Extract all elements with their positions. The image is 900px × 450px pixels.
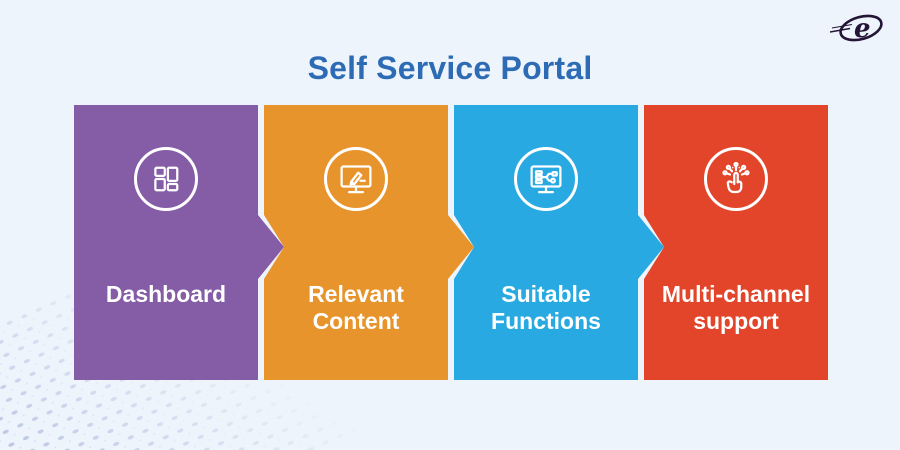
monitor-edit-icon	[340, 165, 372, 194]
step-label: Multi-channel support	[661, 281, 811, 335]
step-panel-multi-channel-support: Multi-channel support	[644, 105, 828, 380]
brand-logo-letter: e	[854, 14, 871, 44]
step-icon-circle	[324, 147, 388, 211]
step-icon-circle	[514, 147, 578, 211]
hand-tap-channels-icon	[722, 161, 750, 194]
step-icon-circle	[704, 147, 768, 211]
brand-logo: e	[829, 8, 888, 50]
step-icon-circle	[134, 147, 198, 211]
step-label: Relevant Content	[308, 281, 404, 335]
dashboard-grid-icon	[154, 166, 179, 192]
brand-logo-swoosh-icon: e	[829, 14, 883, 44]
step-panel-dashboard: Dashboard	[74, 105, 284, 380]
step-label: Dashboard	[105, 281, 227, 307]
page-title: Self Service Portal	[307, 50, 593, 86]
step-panel-suitable-functions: Suitable Functions	[454, 105, 664, 380]
monitor-functions-icon	[530, 165, 562, 194]
step-label: Suitable Functions	[491, 281, 601, 335]
step-panel-relevant-content: Relevant Content	[264, 105, 474, 380]
